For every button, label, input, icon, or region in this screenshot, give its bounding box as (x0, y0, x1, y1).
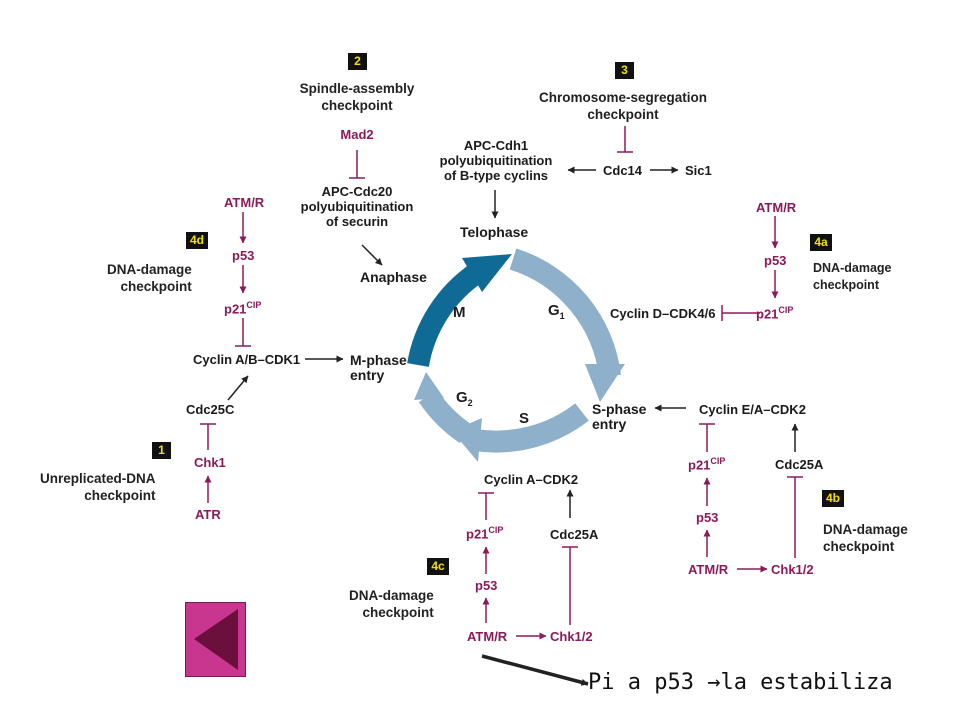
inhibit-p21-cyclin-a (478, 492, 494, 520)
node-cdc25c: Cdc25C (186, 402, 235, 417)
node-cdc14: Cdc14 (603, 163, 643, 178)
node-4d-p53: p53 (232, 248, 255, 263)
inhibit-mad2-apc-cdc20 (349, 150, 365, 179)
g2-arrowhead (414, 372, 444, 400)
node-cyclin-ab-cdk1: Cyclin A/B–CDK1 (193, 352, 301, 367)
node-chk1: Chk1 (194, 455, 226, 470)
g1-arrowhead (585, 364, 625, 402)
node-4a-atmr: ATM/R (756, 200, 797, 215)
inhibit-p21-cyclin-ea (699, 423, 715, 452)
node-4a-p21: p21CIP (756, 305, 794, 322)
badge-2: 2 (348, 53, 367, 70)
node-4c-chk12: Chk1/2 (550, 629, 593, 644)
node-4b-p21: p21CIP (688, 456, 726, 473)
badge-4c: 4c (427, 558, 449, 575)
node-atr: ATR (195, 507, 221, 522)
badge-1: 1 (152, 442, 171, 459)
node-4d-p21: p21CIP (224, 300, 262, 317)
footer-note: Pi a p53 →la estabiliza (588, 670, 893, 695)
badge-4b: 4b (822, 490, 844, 507)
inhibit-p21-cyclin-ab (235, 318, 251, 347)
node-4b-p53: p53 (696, 510, 719, 525)
node-4b-atmr: ATM/R (688, 562, 729, 577)
m-arrowhead (462, 254, 512, 292)
node-cyclin-ea-cdk2: Cyclin E/A–CDK2 (699, 402, 806, 417)
inhibit-chk12-cdc25a (787, 476, 803, 558)
inhibit-3-cdc14 (617, 126, 633, 153)
node-mad2: Mad2 (340, 127, 374, 142)
node-4a-p53: p53 (764, 253, 787, 268)
arrow-apc-cdc20-anaphase (361, 244, 383, 266)
m-arc (407, 262, 485, 368)
node-4c-p21: p21CIP (466, 525, 504, 542)
back-button[interactable] (185, 602, 246, 677)
badge-3: 3 (615, 62, 634, 79)
node-4c-atmr: ATM/R (467, 629, 508, 644)
inhibit-chk12-cdc25a-c (562, 546, 578, 625)
cell-cycle-ring (407, 248, 625, 462)
inhibit-p21-cyclin-d (721, 305, 760, 321)
node-4c-p53: p53 (475, 578, 498, 593)
node-4c-cdc25a: Cdc25A (550, 527, 599, 542)
g1-arc (509, 248, 621, 378)
badge-4d: 4d (186, 232, 208, 249)
node-4b-cdc25a: Cdc25A (775, 457, 824, 472)
footer-pointer-arrow (481, 654, 589, 686)
phase-g2-label: G2 (456, 389, 473, 408)
node-cyclin-a-cdk2: Cyclin A–CDK2 (484, 472, 579, 487)
node-4b-chk12: Chk1/2 (771, 562, 814, 577)
s-arc (473, 403, 589, 453)
node-telophase: Telophase (460, 224, 529, 240)
node-4d-atmr: ATM/R (224, 195, 265, 210)
phase-m-label: M (453, 304, 466, 321)
arrow-cdc25c-cyclin-ab (227, 375, 249, 401)
inhibit-chk1-cdc25c (200, 423, 216, 450)
node-sic1: Sic1 (685, 163, 712, 178)
node-cyclin-d-cdk46: Cyclin D–CDK4/6 (610, 306, 716, 321)
node-anaphase: Anaphase (360, 269, 427, 285)
back-triangle-icon (194, 609, 238, 670)
phase-g1-label: G1 (548, 302, 565, 321)
badge-4a: 4a (810, 234, 832, 251)
phase-s-label: S (519, 410, 530, 427)
